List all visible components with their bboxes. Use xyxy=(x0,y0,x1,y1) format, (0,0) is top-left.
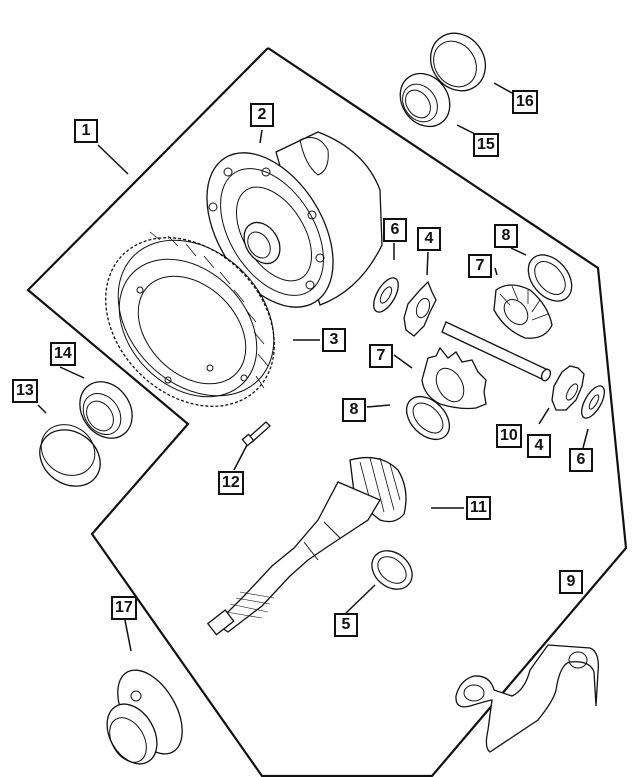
callout-16: 16 xyxy=(512,90,538,114)
callout-2: 2 xyxy=(250,103,274,127)
assembly-outline xyxy=(26,47,628,777)
callout-1: 1 xyxy=(74,119,98,143)
bearing-cup-16 xyxy=(429,32,487,92)
callout-17: 17 xyxy=(111,596,137,620)
callout-14: 14 xyxy=(50,342,76,366)
callout-3: 3 xyxy=(322,328,346,352)
pinion-washer-6a xyxy=(373,277,399,313)
callout-13: 13 xyxy=(12,379,38,403)
seal-retainer-17 xyxy=(106,669,183,765)
stud-12 xyxy=(241,421,271,447)
callout-12: 12 xyxy=(218,471,244,495)
bearing-cone-14 xyxy=(79,381,133,439)
callout-6a: 6 xyxy=(383,218,407,242)
thrust-washer-5 xyxy=(371,550,413,590)
side-gear-7b xyxy=(421,346,487,410)
callout-6b: 6 xyxy=(569,448,593,472)
pinion-shaft-10 xyxy=(441,321,552,382)
pinion-gear-4a xyxy=(403,280,437,337)
callout-11: 11 xyxy=(466,496,491,520)
callout-4b: 4 xyxy=(527,434,551,458)
side-gear-7a xyxy=(493,284,553,339)
callout-10: 10 xyxy=(496,424,522,448)
side-gear-washer-8b xyxy=(405,395,451,441)
callout-7b: 7 xyxy=(369,344,393,368)
bracket-9 xyxy=(455,644,599,753)
callout-9: 9 xyxy=(559,570,583,594)
callout-8b: 8 xyxy=(342,398,366,422)
callout-15: 15 xyxy=(473,133,499,157)
pinion-gear-4b xyxy=(551,365,585,411)
side-gear-washer-8a xyxy=(527,254,573,302)
bearing-cup-13 xyxy=(39,424,101,487)
ring-gear-3 xyxy=(105,231,275,407)
leader-lines xyxy=(37,82,589,652)
bearing-cone-15 xyxy=(399,72,451,128)
output-shaft-11 xyxy=(206,456,407,636)
pinion-washer-6b xyxy=(580,385,606,419)
callout-8a: 8 xyxy=(494,224,518,248)
callout-5: 5 xyxy=(334,613,358,637)
callout-4a: 4 xyxy=(417,227,441,251)
callout-7a: 7 xyxy=(468,254,492,278)
